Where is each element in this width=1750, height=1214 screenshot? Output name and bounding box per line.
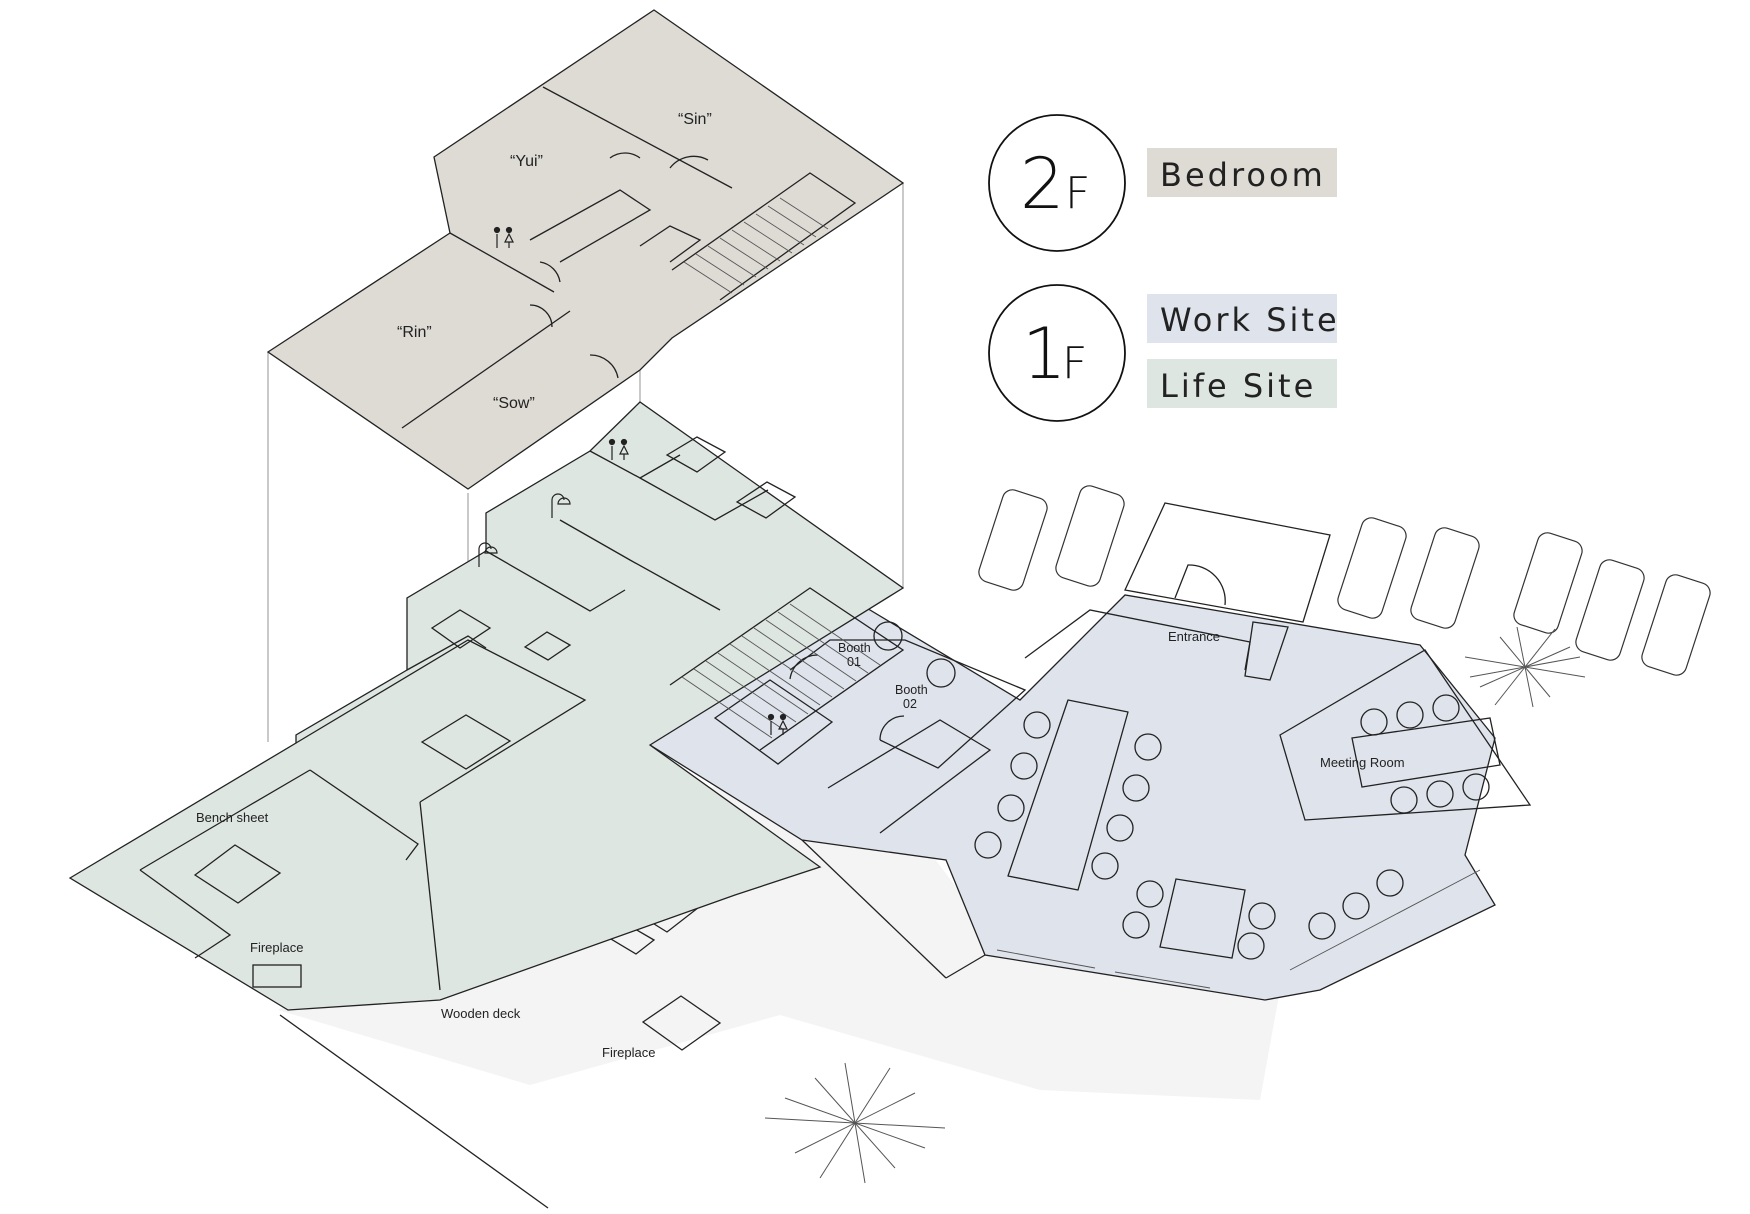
legend-swatch-work-site <box>1147 294 1337 343</box>
stairs-1f <box>669 587 905 751</box>
floor-number-1: 1 <box>1022 313 1067 395</box>
meeting-table <box>1351 717 1501 788</box>
second-table <box>1159 878 1246 959</box>
car-icon <box>1641 574 1711 676</box>
label-booth-01-number: 01 <box>847 655 861 669</box>
room-label-yui: “Yui” <box>510 153 543 170</box>
life-site-floor <box>68 401 905 1011</box>
legend-swatch-life-site <box>1147 359 1337 408</box>
meeting-table-chairs <box>1360 694 1490 814</box>
floor-suffix-2: F <box>1065 168 1090 219</box>
entrance-porch <box>1124 502 1331 623</box>
label-fireplace-inside: Fireplace <box>250 940 303 955</box>
restroom-icon <box>608 438 629 460</box>
legend-label-life-site: Life Site <box>1160 367 1316 405</box>
shower-icon <box>478 542 498 567</box>
label-entrance: Entrance <box>1168 629 1220 644</box>
car-icon <box>978 489 1048 591</box>
main-table-chairs <box>974 711 1162 880</box>
car-icon <box>1055 485 1125 587</box>
car-icon <box>1337 517 1407 619</box>
floor-suffix-1: F <box>1062 338 1087 389</box>
stairs-2f <box>671 172 857 301</box>
room-label-sow: “Sow” <box>493 395 535 412</box>
floor-number-2: 2 <box>1020 143 1065 225</box>
second-table-chairs <box>1122 869 1404 960</box>
shower-icon <box>551 493 571 518</box>
legend: 2 F Bedroom 1 F Work Site Life Site <box>988 114 1340 422</box>
legend-label-bedroom: Bedroom <box>1160 156 1326 194</box>
work-site-floor <box>648 594 1496 1001</box>
room-label-sin: “Sin” <box>678 111 712 128</box>
floor-badge-1f: 1 F <box>988 284 1126 422</box>
room-label-rin: “Rin” <box>397 324 432 341</box>
work-site-area <box>648 594 1532 1001</box>
life-site-area <box>68 401 905 1011</box>
label-bench-sheet: Bench sheet <box>196 810 269 825</box>
main-table <box>1007 699 1129 891</box>
label-meeting-room: Meeting Room <box>1320 755 1405 770</box>
deck-fireplace-box <box>641 995 722 1051</box>
label-booth-02-number: 02 <box>903 697 917 711</box>
label-wooden-deck: Wooden deck <box>441 1006 521 1021</box>
label-booth-02: Booth <box>895 683 928 697</box>
meeting-room <box>1279 649 1532 821</box>
car-icon <box>1513 532 1583 634</box>
compass-icon <box>1464 626 1586 708</box>
restroom-icon <box>767 713 788 735</box>
restroom-icon <box>493 226 514 248</box>
label-fireplace-deck: Fireplace <box>602 1045 655 1060</box>
parking-cars <box>978 485 1711 676</box>
bedroom-floor <box>266 9 905 490</box>
floor-badge-2f: 2 F <box>988 114 1126 252</box>
legend-label-work-site: Work Site <box>1160 301 1340 339</box>
label-booth-01: Booth <box>838 641 871 655</box>
car-icon <box>1575 559 1645 661</box>
inside-fireplace-box <box>252 964 302 988</box>
compass-icon <box>764 1062 946 1184</box>
legend-swatch-bedroom <box>1147 148 1337 197</box>
bedroom-floor-2f <box>266 9 905 490</box>
car-icon <box>1410 527 1480 629</box>
